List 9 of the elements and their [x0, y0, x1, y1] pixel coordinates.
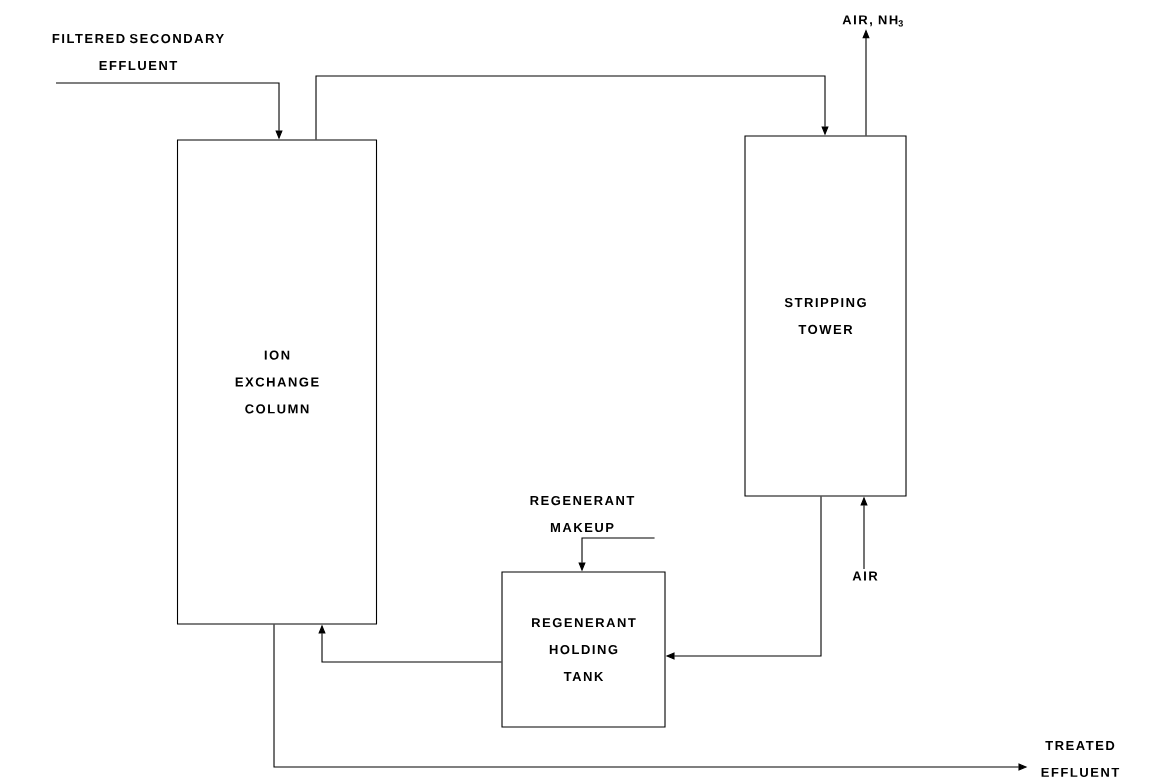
stream-label: TREATED EFFLUENT — [1041, 741, 1120, 777]
stream-label: FILTERED SECONDARY EFFLUENT — [52, 33, 224, 71]
stream-label: AIR — [852, 571, 878, 581]
stream-label: REGENERANT MAKEUP — [530, 495, 635, 533]
tank-box: REGENERANT HOLDING TANK — [501, 571, 666, 728]
column-box: ION EXCHANGE COLUMN — [176, 139, 378, 625]
flow-arrow — [315, 75, 829, 140]
stream-label: AIR, NH$_{3}$ — [842, 15, 903, 27]
tower-box: STRIPPING TOWER — [744, 135, 907, 497]
